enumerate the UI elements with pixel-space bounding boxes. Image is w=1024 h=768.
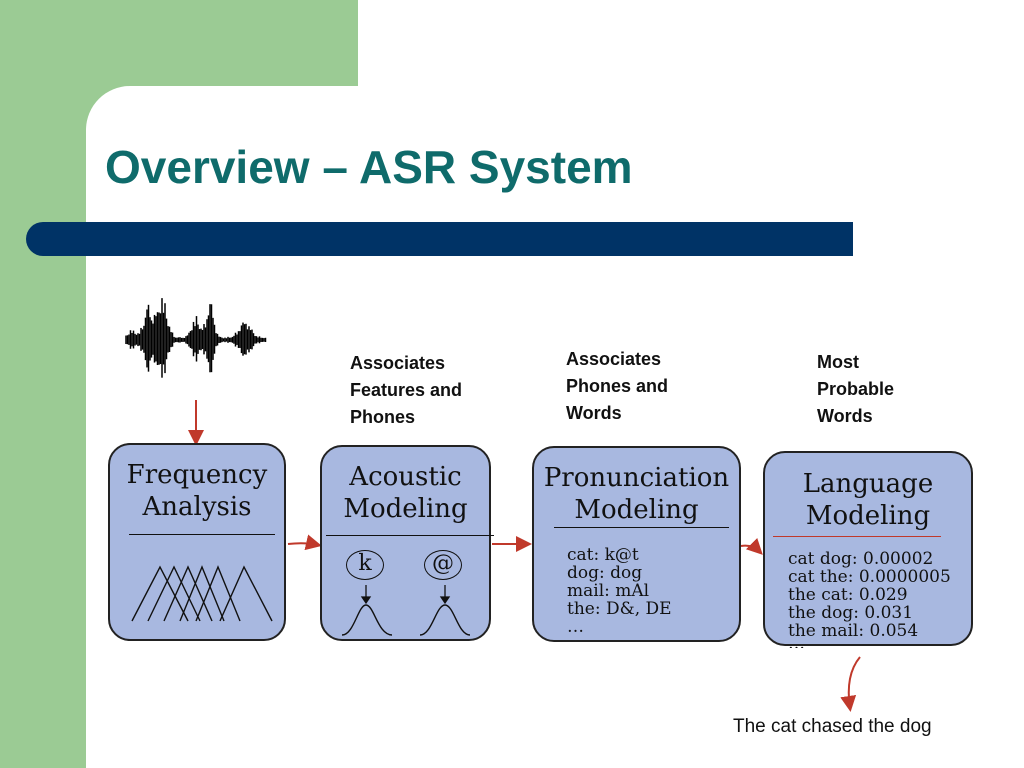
arrow-frequency-to-acoustic bbox=[287, 534, 322, 551]
white-content-panel bbox=[86, 86, 1024, 768]
gaussian-curves-icon bbox=[341, 585, 471, 636]
arrow-language-to-output bbox=[840, 656, 861, 712]
note-associates-features-phones: Associates Features and Phones bbox=[350, 353, 463, 427]
language-divider bbox=[773, 536, 941, 537]
pronunciation-divider bbox=[554, 527, 729, 528]
phone-k-circle: k bbox=[346, 550, 384, 580]
speech-waveform-icon bbox=[125, 298, 267, 378]
language-modeling-box: Language Modeling bbox=[763, 451, 973, 646]
pronunciation-modeling-box: Pronunciation Modeling bbox=[532, 446, 741, 642]
language-entries: cat dog: 0.00002 cat the: 0.0000005 the … bbox=[788, 549, 951, 648]
acoustic-modeling-box: Acoustic Modeling k @ bbox=[320, 445, 494, 641]
slide-title: Overview – ASR System bbox=[105, 141, 633, 193]
pronunciation-modeling-title: Pronunciation Modeling bbox=[543, 463, 730, 525]
title-underline-bar bbox=[26, 222, 853, 256]
frequency-divider bbox=[129, 534, 275, 535]
note-associates-phones-words: Associates Phones and Words bbox=[566, 349, 669, 423]
frequency-analysis-title: Frequency Analysis bbox=[126, 460, 268, 522]
phone-at-circle: @ bbox=[424, 550, 462, 580]
pronunciation-entries: cat: k@t dog: dog mail: mAl the: D&, DE … bbox=[567, 545, 672, 637]
acoustic-modeling-title: Acoustic Modeling bbox=[343, 462, 468, 524]
arrow-pronunciation-to-language bbox=[740, 537, 763, 555]
language-modeling-title: Language Modeling bbox=[802, 469, 934, 531]
acoustic-divider bbox=[326, 535, 494, 536]
note-most-probable-words: Most Probable Words bbox=[817, 352, 895, 426]
triangular-filterbank-icon bbox=[131, 565, 273, 622]
output-sentence: The cat chased the dog bbox=[733, 716, 932, 737]
frequency-analysis-box: Frequency Analysis bbox=[108, 443, 286, 641]
